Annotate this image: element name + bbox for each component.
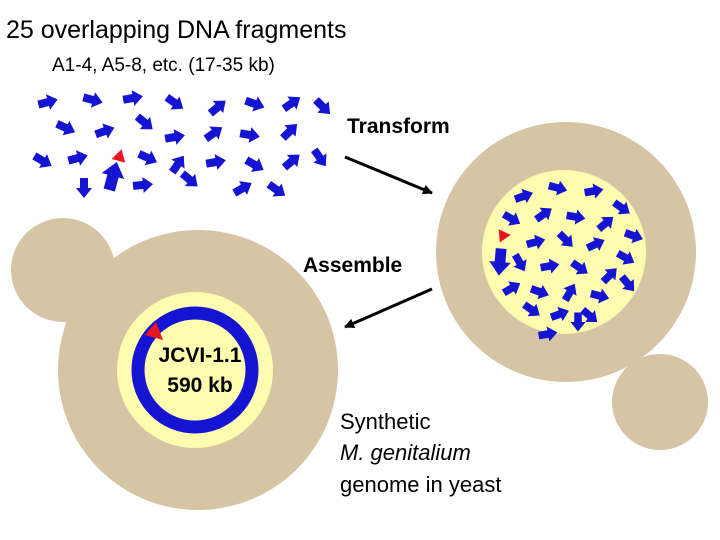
dna-fragment xyxy=(310,147,327,167)
dna-fragment xyxy=(164,129,185,145)
circular-genome xyxy=(131,306,259,434)
dna-fragment xyxy=(583,183,604,199)
dna-fragment xyxy=(580,306,598,323)
dna-fragment xyxy=(539,258,560,274)
dna-fragment xyxy=(313,97,331,115)
transformed-yeast-cell xyxy=(436,122,708,450)
transform-arrow xyxy=(344,155,433,195)
dna-fragment xyxy=(612,199,630,215)
dna-fragment xyxy=(501,210,521,226)
dna-fragment xyxy=(232,181,252,197)
dna-fragments xyxy=(32,90,331,198)
chromosome-size: 590 kb xyxy=(167,374,233,397)
dna-fragment xyxy=(549,306,569,322)
dna-fragment xyxy=(266,180,286,197)
genome-start-marker xyxy=(145,322,163,340)
dna-fragment xyxy=(529,284,549,300)
nuclear-fragments xyxy=(489,180,643,342)
caption-line-2: M. genitalium xyxy=(340,440,471,465)
dna-fragment xyxy=(281,154,300,171)
dna-fragment xyxy=(589,288,610,304)
diagram-subtitle: A1-4, A5-8, etc. (17-35 kb) xyxy=(52,55,275,76)
dna-fragment xyxy=(179,170,198,187)
dna-fragment xyxy=(32,152,52,168)
caption-line-1: Synthetic xyxy=(340,409,431,434)
dna-fragment xyxy=(76,178,92,198)
dna-fragment xyxy=(67,150,88,166)
dna-fragment xyxy=(168,155,185,175)
dna-fragment xyxy=(122,90,143,106)
dna-fragment xyxy=(537,326,558,342)
dna-fragment xyxy=(511,252,527,272)
dna-fragment xyxy=(244,96,265,112)
first-fragment-marker xyxy=(111,149,126,163)
dna-fragment xyxy=(618,274,635,292)
dna-fragment xyxy=(203,126,223,143)
dna-fragment xyxy=(281,96,301,113)
diagram-title: 25 overlapping DNA fragments xyxy=(6,16,347,44)
dna-fragment xyxy=(585,237,605,252)
dna-fragment xyxy=(596,216,614,233)
assembled-yeast-cell xyxy=(11,218,338,510)
dna-fragment xyxy=(82,92,103,108)
dna-fragment xyxy=(489,248,511,276)
dna-fragment xyxy=(623,228,643,244)
dna-fragment xyxy=(501,281,521,297)
dna-fragment xyxy=(280,123,298,141)
dna-fragment xyxy=(137,150,158,166)
dna-fragment xyxy=(600,268,617,285)
dna-fragment xyxy=(522,301,540,317)
dna-fragment xyxy=(556,230,573,247)
dna-fragment xyxy=(565,209,586,225)
dna-fragment xyxy=(164,93,184,110)
chromosome-name: JCVI-1.1 xyxy=(158,344,242,367)
dna-fragment xyxy=(244,156,264,172)
yeast-bud xyxy=(612,354,708,450)
dna-fragment xyxy=(55,120,76,136)
dna-fragment xyxy=(570,312,586,332)
dna-fragment xyxy=(132,177,153,193)
dna-fragment xyxy=(134,113,153,130)
dna-fragment xyxy=(615,249,635,265)
dna-fragment xyxy=(94,123,115,139)
dna-fragment xyxy=(513,188,533,204)
caption-line-3: genome in yeast xyxy=(340,472,502,497)
dna-fragment xyxy=(525,234,546,250)
first-fragment-marker xyxy=(498,229,511,243)
dna-fragment xyxy=(570,259,588,275)
dna-fragment xyxy=(101,161,125,192)
dna-fragment xyxy=(205,154,226,170)
transform-label: Transform xyxy=(347,115,450,138)
dna-fragment xyxy=(207,100,226,117)
dna-fragment xyxy=(37,94,58,110)
dna-fragment xyxy=(239,127,260,143)
assemble-label: Assemble xyxy=(303,254,403,277)
dna-fragment xyxy=(561,283,577,303)
dna-fragment xyxy=(547,180,568,196)
assemble-arrow xyxy=(344,287,433,329)
dna-fragment xyxy=(534,207,552,223)
